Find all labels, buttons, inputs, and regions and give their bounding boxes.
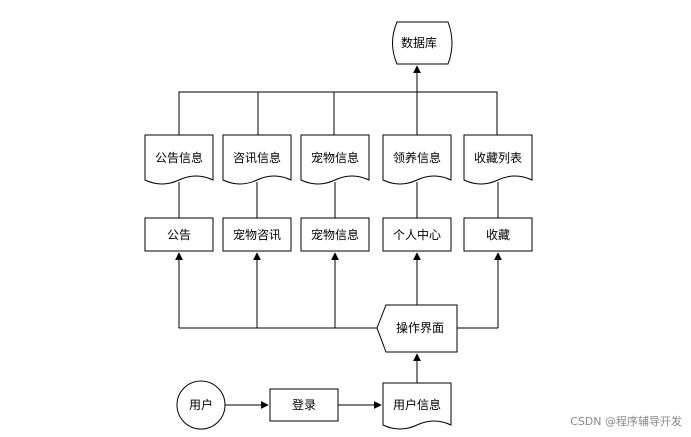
module-label: 个人中心 (393, 227, 441, 242)
database-label: 数据库 (401, 35, 437, 50)
module-personal-center: 个人中心 (382, 217, 452, 252)
module-pet-info: 宠物信息 (300, 217, 370, 252)
document-pet-info: 宠物信息 (300, 134, 370, 185)
module-label: 宠物信息 (311, 227, 359, 242)
document-favorites-list: 收藏列表 (463, 134, 533, 185)
database-node: 数据库 (392, 21, 453, 65)
document-label: 宠物信息 (311, 150, 359, 165)
interface-label: 操作界面 (396, 320, 444, 335)
document-label: 领养信息 (393, 150, 441, 165)
watermark: CSDN @程序辅导开发 (570, 415, 682, 428)
document-adoption-info: 领养信息 (382, 134, 452, 185)
document-gonggao-info: 公告信息 (144, 134, 214, 185)
user-info-label: 用户信息 (393, 397, 441, 412)
document-label: 收藏列表 (474, 151, 522, 165)
document-label: 公告信息 (155, 150, 203, 165)
document-zixun-info: 咨讯信息 (222, 134, 292, 185)
module-favorites: 收藏 (463, 217, 533, 252)
module-gonggao: 公告 (144, 217, 214, 252)
module-label: 宠物咨讯 (233, 227, 281, 242)
top-bus-line (178, 91, 498, 135)
module-label: 收藏 (486, 228, 510, 242)
interface-node: 操作界面 (376, 304, 458, 353)
user-info-document: 用户信息 (382, 382, 452, 430)
module-label: 公告 (167, 228, 191, 242)
module-pet-zixun: 宠物咨讯 (222, 217, 292, 252)
login-node: 登录 (269, 388, 339, 422)
document-label: 咨讯信息 (233, 150, 281, 165)
start-node-label: 用户 (189, 397, 213, 412)
login-label: 登录 (292, 397, 316, 412)
start-node-user: 用户 (176, 380, 226, 430)
